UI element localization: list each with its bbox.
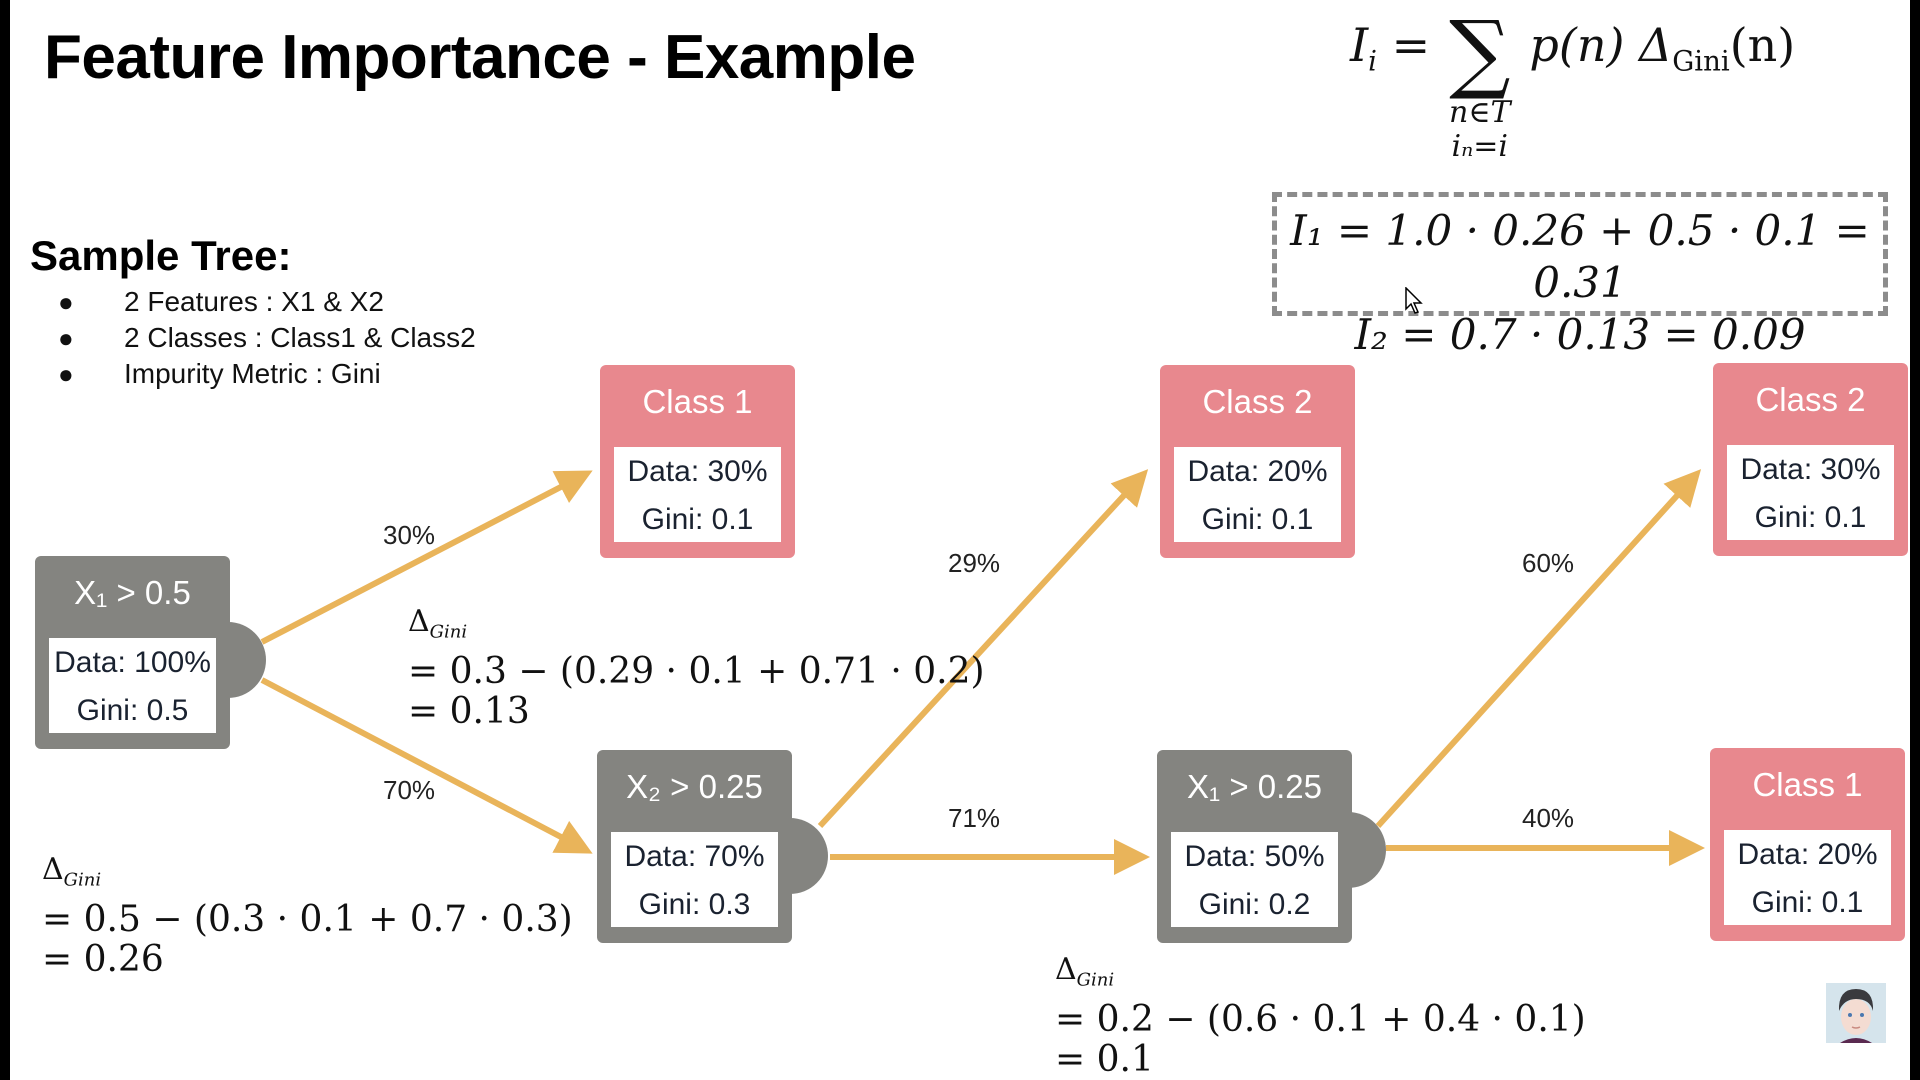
leaf-node-class1-right: Class 1 Data: 20% Gini: 0.1 [1710, 748, 1905, 941]
sigma-symbol: ∑ [1449, 3, 1511, 103]
edge-root-to-leaf-a [260, 470, 593, 645]
video-frame-right-border [1910, 0, 1920, 1080]
node-class: Class 2 [1202, 383, 1313, 420]
sum-limits: n∈T iₙ=i [1449, 95, 1511, 164]
node-class: Class 2 [1755, 381, 1866, 418]
video-frame-left-border [0, 0, 10, 1080]
edge-x2-to-leaf-b [817, 469, 1149, 829]
edge-label-60: 60% [1522, 548, 1575, 578]
importance-i1: I₁ = 1.0 · 0.26 + 0.5 · 0.1 = 0.31 [1290, 206, 1870, 307]
node-gini: Gini: 0.1 [1754, 501, 1867, 534]
edge-label-29: 29% [948, 548, 1001, 578]
bullet-item: ●Impurity Metric : Gini [58, 358, 381, 389]
importance-i2: I₂ = 0.7 · 0.13 = 0.09 [1354, 310, 1806, 359]
edge-label-30: 30% [383, 520, 436, 550]
presenter-avatar-icon [1826, 983, 1886, 1043]
sample-tree-heading: Sample Tree: [30, 232, 292, 279]
formula-equals: = [1391, 18, 1431, 72]
node-class: Class 1 [1752, 766, 1863, 803]
bullet-item: ●2 Classes : Class1 & Class2 [58, 322, 476, 353]
formula-lhs: Ii [1350, 18, 1377, 78]
node-condition: X₁ > 0.5 [74, 574, 191, 611]
node-gini: Gini: 0.3 [638, 888, 751, 921]
edge-x1-to-leaf-c [1375, 469, 1702, 829]
node-data: Data: 30% [627, 455, 768, 488]
node-data: Data: 30% [1740, 453, 1881, 486]
node-data: Data: 50% [1184, 840, 1325, 873]
node-gini: Gini: 0.1 [1751, 886, 1864, 919]
node-class: Class 1 [642, 383, 753, 420]
node-gini: Gini: 0.2 [1198, 888, 1311, 921]
bullet-item: ●2 Features : X1 & X2 [58, 286, 384, 317]
split-node-x2: X₂ > 0.25 Data: 70% Gini: 0.3 [597, 750, 792, 943]
node-gini: Gini: 0.1 [1201, 503, 1314, 536]
slide-title: Feature Importance - Example [44, 23, 916, 92]
node-gini: Gini: 0.1 [641, 503, 754, 536]
node-condition: X₂ > 0.25 [626, 768, 763, 805]
edge-label-40: 40% [1522, 803, 1575, 833]
delta-gini-x1: ΔGini = 0.2 − (0.6 · 0.1 + 0.4 · 0.1) = … [1055, 952, 1586, 1080]
sample-tree-bullets: ●2 Features : X1 & X2 ●2 Classes : Class… [58, 284, 476, 392]
importance-results-box: I₁ = 1.0 · 0.26 + 0.5 · 0.1 = 0.31 I₂ = … [1272, 192, 1888, 359]
delta-gini-root: ΔGini = 0.5 − (0.3 · 0.1 + 0.7 · 0.3) = … [42, 852, 573, 981]
edge-label-70: 70% [383, 775, 436, 805]
split-node-x1: X₁ > 0.25 Data: 50% Gini: 0.2 [1157, 750, 1352, 943]
formula-sum: ∑ n∈T iₙ=i [1445, 10, 1515, 164]
node-data: Data: 20% [1737, 838, 1878, 871]
root-split-node: X₁ > 0.5 Data: 100% Gini: 0.5 [35, 556, 230, 749]
delta-gini-x2: ΔGini = 0.3 − (0.29 · 0.1 + 0.71 · 0.2) … [408, 604, 985, 733]
importance-formula: Ii = ∑ n∈T iₙ=i p(n) ΔGini(n) [1350, 10, 1796, 164]
leaf-node-class2-middle: Class 2 Data: 20% Gini: 0.1 [1160, 365, 1355, 558]
node-gini: Gini: 0.5 [76, 694, 189, 727]
node-data: Data: 20% [1187, 455, 1328, 488]
node-condition: X₁ > 0.25 [1187, 768, 1322, 805]
leaf-node-class1-top: Class 1 Data: 30% Gini: 0.1 [600, 365, 795, 558]
node-data: Data: 70% [624, 840, 765, 873]
node-data: Data: 100% [54, 646, 211, 679]
mouse-cursor-icon [1405, 287, 1423, 314]
edge-label-71: 71% [948, 803, 1001, 833]
leaf-node-class2-right: Class 2 Data: 30% Gini: 0.1 [1713, 363, 1908, 556]
formula-term: p(n) ΔGini(n) [1529, 18, 1796, 78]
edge-root-to-split-x2 [260, 677, 593, 854]
